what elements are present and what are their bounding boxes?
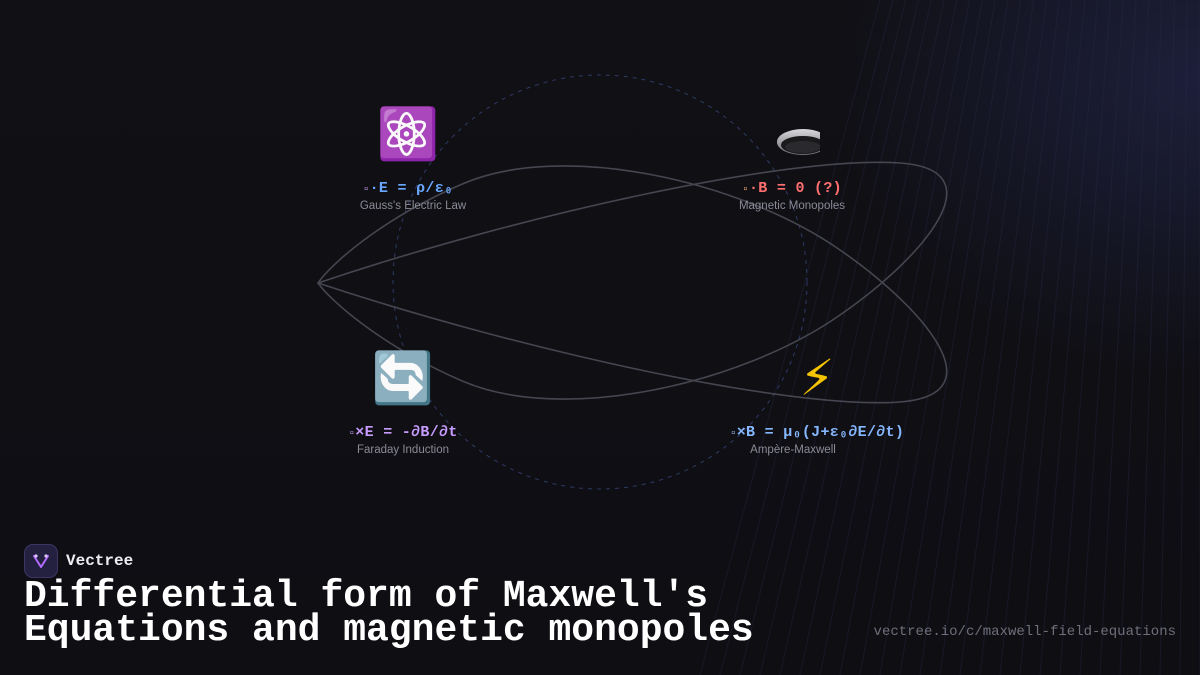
page-title: Differential form of Maxwell's Equations…: [24, 575, 754, 652]
del-symbol: ▫: [348, 428, 356, 440]
cycle-arrows-icon: 🔄: [371, 349, 435, 407]
equation-formula: ·E = ρ/ε₀: [369, 180, 454, 197]
del-symbol: ▫: [729, 428, 737, 440]
equation-text: ▫·B = 0 (?): [739, 180, 845, 197]
atom-icon: ⚛️: [376, 105, 440, 163]
equation-card-faraday: 🔄 ▫×E = -∂B/∂t Faraday Induction: [348, 350, 457, 456]
lightning-icon: ⚡: [799, 349, 835, 407]
equation-formula: ×B = μ₀(J+ε₀∂E/∂t): [736, 424, 905, 441]
title-line-2: Equations and magnetic monopoles: [24, 609, 754, 652]
equation-card-gauss: ⚛️ ▫·E = ρ/ε₀ Gauss's Electric Law: [350, 106, 466, 212]
field-loop-lower: [316, 165, 948, 404]
vectree-logo-icon: [24, 544, 58, 578]
equation-text: ▫×B = μ₀(J+ε₀∂E/∂t): [730, 424, 904, 441]
del-symbol: ▫: [742, 184, 749, 196]
equation-formula: ·B = 0 (?): [748, 180, 842, 197]
equation-text: ▫·E = ρ/ε₀: [350, 180, 466, 197]
equation-card-ampere: ⚡ ▫×B = μ₀(J+ε₀∂E/∂t) Ampère-Maxwell: [730, 350, 904, 456]
equation-caption: Gauss's Electric Law: [359, 200, 467, 212]
equation-caption: Faraday Induction: [356, 444, 450, 456]
del-symbol: ▫: [362, 184, 370, 196]
equation-formula: ×E = -∂B/∂t: [355, 424, 458, 441]
equation-text: ▫×E = -∂B/∂t: [348, 424, 457, 441]
brand-name: Vectree: [66, 552, 134, 570]
field-loop-upper: [316, 161, 948, 400]
equation-caption: Magnetic Monopoles: [738, 200, 846, 212]
equation-card-monopoles: ▫·B = 0 (?) Magnetic Monopoles: [739, 106, 845, 212]
dashed-orbit-circle: [392, 74, 808, 490]
source-url: vectree.io/c/maxwell-field-equations: [873, 624, 1176, 640]
vectree-logo-mark: [33, 554, 49, 568]
brand: Vectree: [24, 544, 133, 578]
hole-icon-graphic: [777, 129, 829, 155]
equation-caption: Ampère-Maxwell: [750, 444, 836, 456]
title-line-1: Differential form of Maxwell's: [24, 575, 709, 618]
hole-icon: [739, 106, 845, 162]
